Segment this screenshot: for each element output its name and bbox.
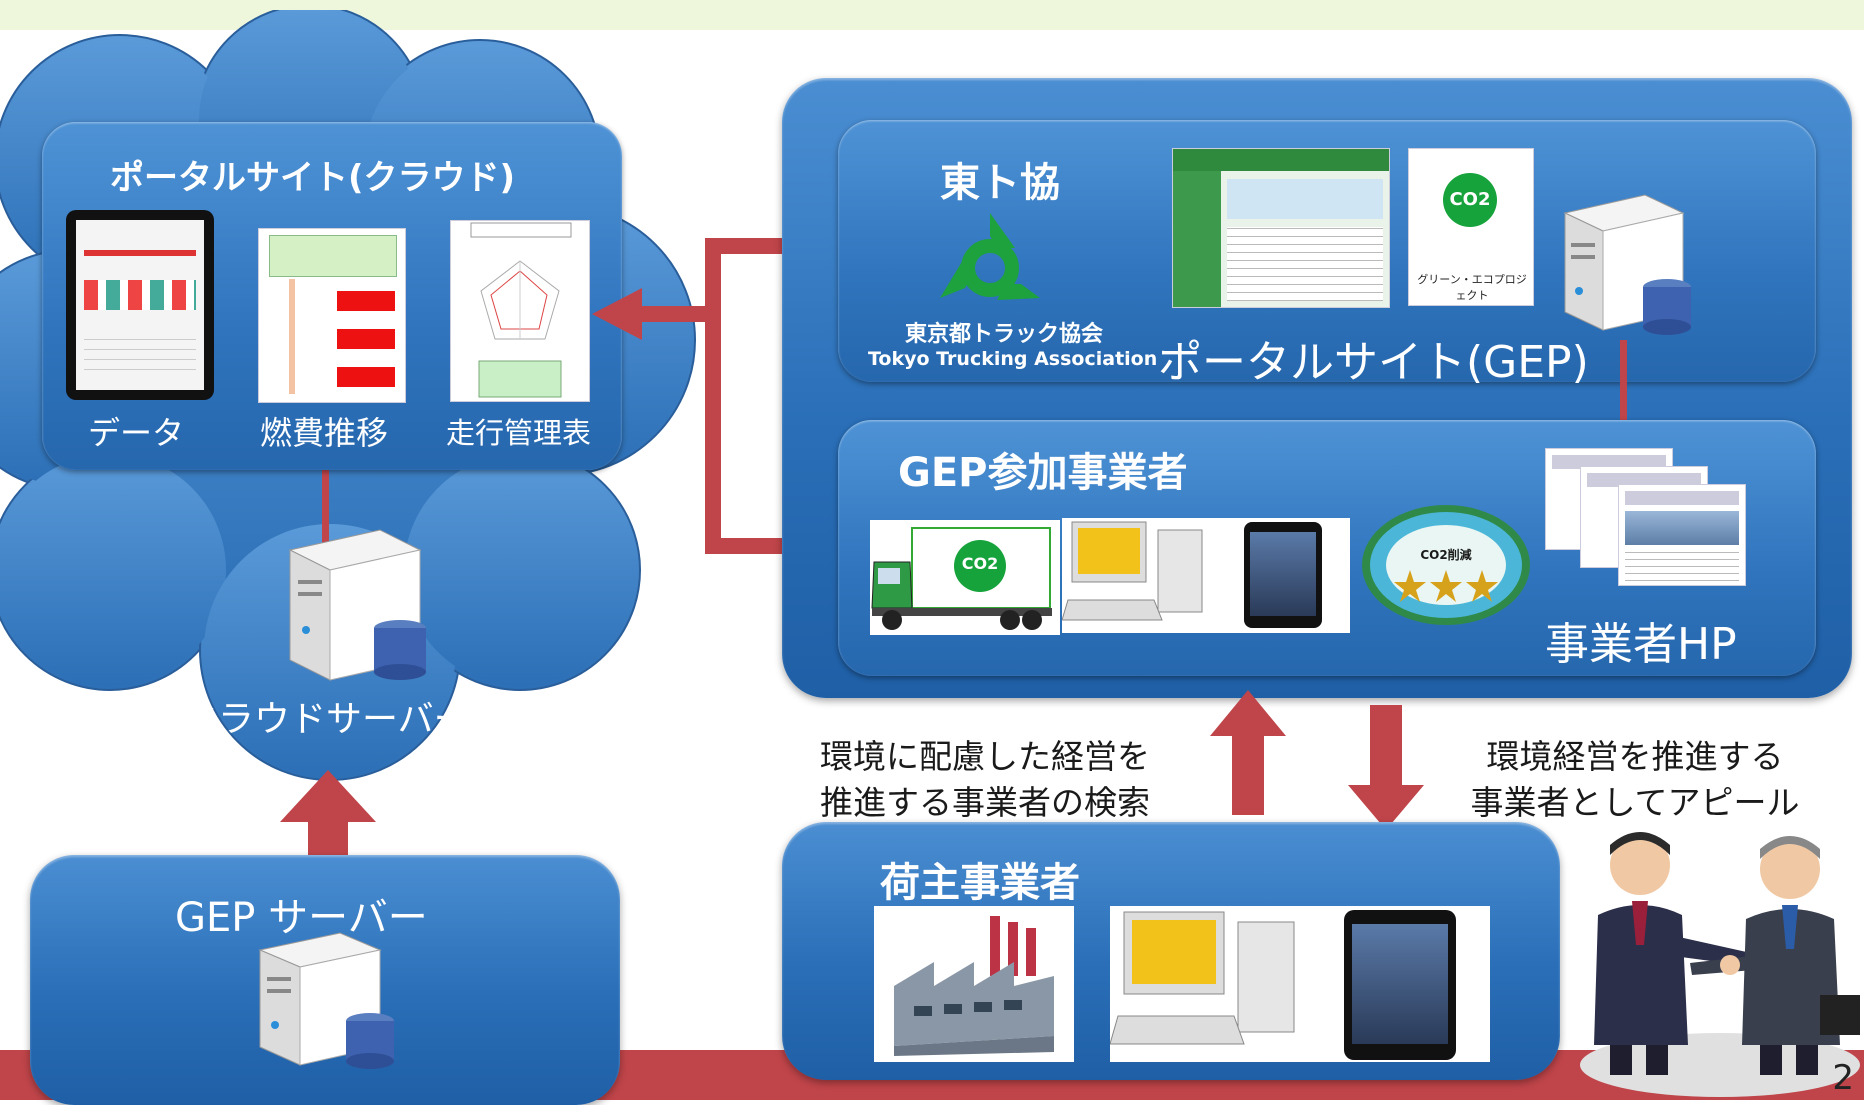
eco-certification-seal [1362,505,1530,625]
gep-portal-server-icon [1563,194,1691,335]
appeal-caption-line2: 事業者としてアピール [1470,783,1800,822]
up-arrow-icon [1210,690,1286,815]
driving-sheet-label: 走行管理表 [446,416,592,450]
business-hp-page [1618,484,1746,586]
poster-caption: グリーン・エコプロジェクト [1417,273,1527,302]
truck-co2-badge: CO2 [961,554,999,573]
down-arrow-icon [1348,705,1424,830]
search-caption-line2: 推進する事業者の検索 [820,783,1150,822]
co2-badge: CO2 [1443,173,1497,227]
shipper-tablet-image [1306,906,1490,1062]
truck-image: CO2 [870,520,1060,635]
desktop-pc-image [1061,518,1212,633]
business-hp-label: 事業者HP [1545,619,1737,670]
seal-label: CO2削減 [1420,548,1472,562]
shippers-title: 荷主事業者 [880,860,1080,906]
fuel-chart-thumbnail [258,228,406,403]
appeal-caption-line1: 環境経営を推進する [1486,737,1784,776]
shipper-pc-image [1109,906,1306,1062]
gep-server-icon [258,932,394,1069]
cloud-server-icon [288,529,426,681]
tablet-image [1212,518,1350,633]
green-eco-poster: CO2 グリーン・エコプロジェクト [1408,148,1534,306]
portal-cloud-title: ポータルサイト(クラウド) [110,158,516,198]
handshake-people-icon [1580,832,1860,1097]
association-name-en: Tokyo Trucking Association [868,348,1158,370]
gep-portal-thumbnail [1172,148,1390,308]
association-name-ja: 東京都トラック協会 [905,322,1104,347]
fuel-trend-label: 燃費推移 [260,414,389,452]
search-caption-line1: 環境に配慮した経営を [820,737,1150,776]
connector-line [322,470,329,560]
association-logo-icon [940,213,1040,300]
association-title: 東ト協 [940,160,1060,206]
cloud-server-label: クラウドサーバー [182,699,470,740]
page-number: 2 [1832,1058,1854,1098]
gep-server-title: GEP サーバー [175,895,428,941]
server-to-hp-line [1620,340,1627,455]
management-sheet-thumbnail [450,220,590,402]
data-label: データ [88,414,185,452]
participants-title: GEP参加事業者 [898,450,1188,496]
factory-image [874,906,1074,1062]
gep-portal-label: ポータルサイト(GEP) [1158,337,1589,388]
up-arrow-icon [280,770,376,880]
data-tablet-thumbnail [66,210,214,400]
left-arrow-icon [592,288,642,340]
connector-vertical [705,238,721,554]
connector-left [630,306,720,322]
